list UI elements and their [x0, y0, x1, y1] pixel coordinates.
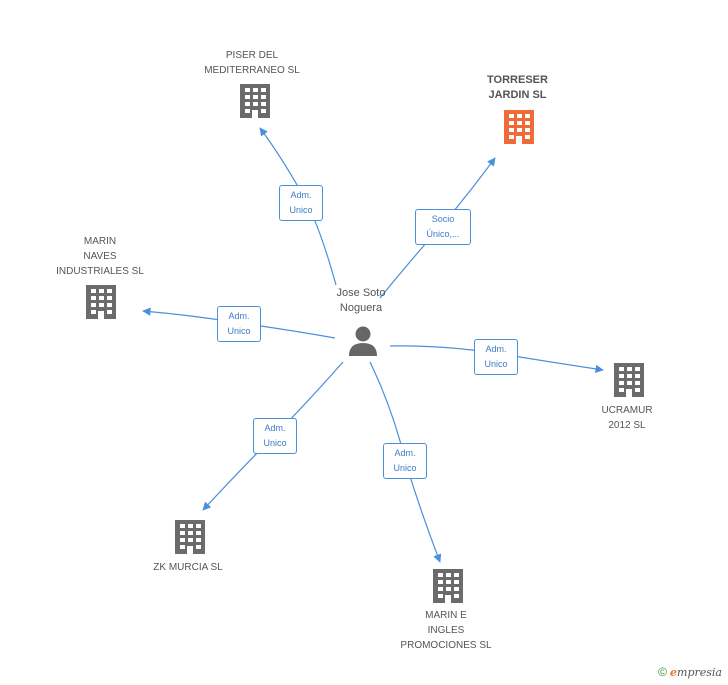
company-label-ucramur[interactable]: UCRAMUR 2012 SL [601, 405, 653, 431]
relation-label-piser: Adm. Unico [279, 185, 323, 221]
relation-label-marin-naves: Adm. Unico [217, 306, 261, 342]
company-label-piser[interactable]: PISER DEL MEDITERRANEO SL [204, 50, 300, 76]
empresia-logo: empresia [670, 666, 722, 679]
company-label-torreser[interactable]: TORRESER JARDIN SL [487, 74, 548, 101]
zk-building-icon[interactable] [175, 520, 205, 554]
brand-footer: © empresia [658, 665, 722, 679]
piser-building-icon[interactable] [240, 84, 270, 118]
person-label[interactable]: Jose Soto Noguera [336, 287, 386, 314]
copyright-symbol: © [658, 665, 667, 679]
relation-label-marin-ingles: Adm. Unico [383, 443, 427, 479]
company-label-marin-ingles[interactable]: MARIN E INGLES PROMOCIONES SL [400, 610, 492, 651]
company-label-zk[interactable]: ZK MURCIA SL [153, 562, 223, 573]
ucramur-building-icon[interactable] [614, 363, 644, 397]
relation-label-zk: Adm. Unico [253, 418, 297, 454]
torreser-building-icon[interactable] [504, 110, 534, 144]
company-label-marin-naves[interactable]: MARIN NAVES INDUSTRIALES SL [56, 236, 144, 277]
marin-ingles-building-icon[interactable] [433, 569, 463, 603]
person-icon[interactable] [349, 326, 377, 357]
relation-label-ucramur: Adm. Unico [474, 339, 518, 375]
relation-label-torreser: Socio Único,... [415, 209, 471, 245]
marin-naves-building-icon[interactable] [86, 285, 116, 319]
